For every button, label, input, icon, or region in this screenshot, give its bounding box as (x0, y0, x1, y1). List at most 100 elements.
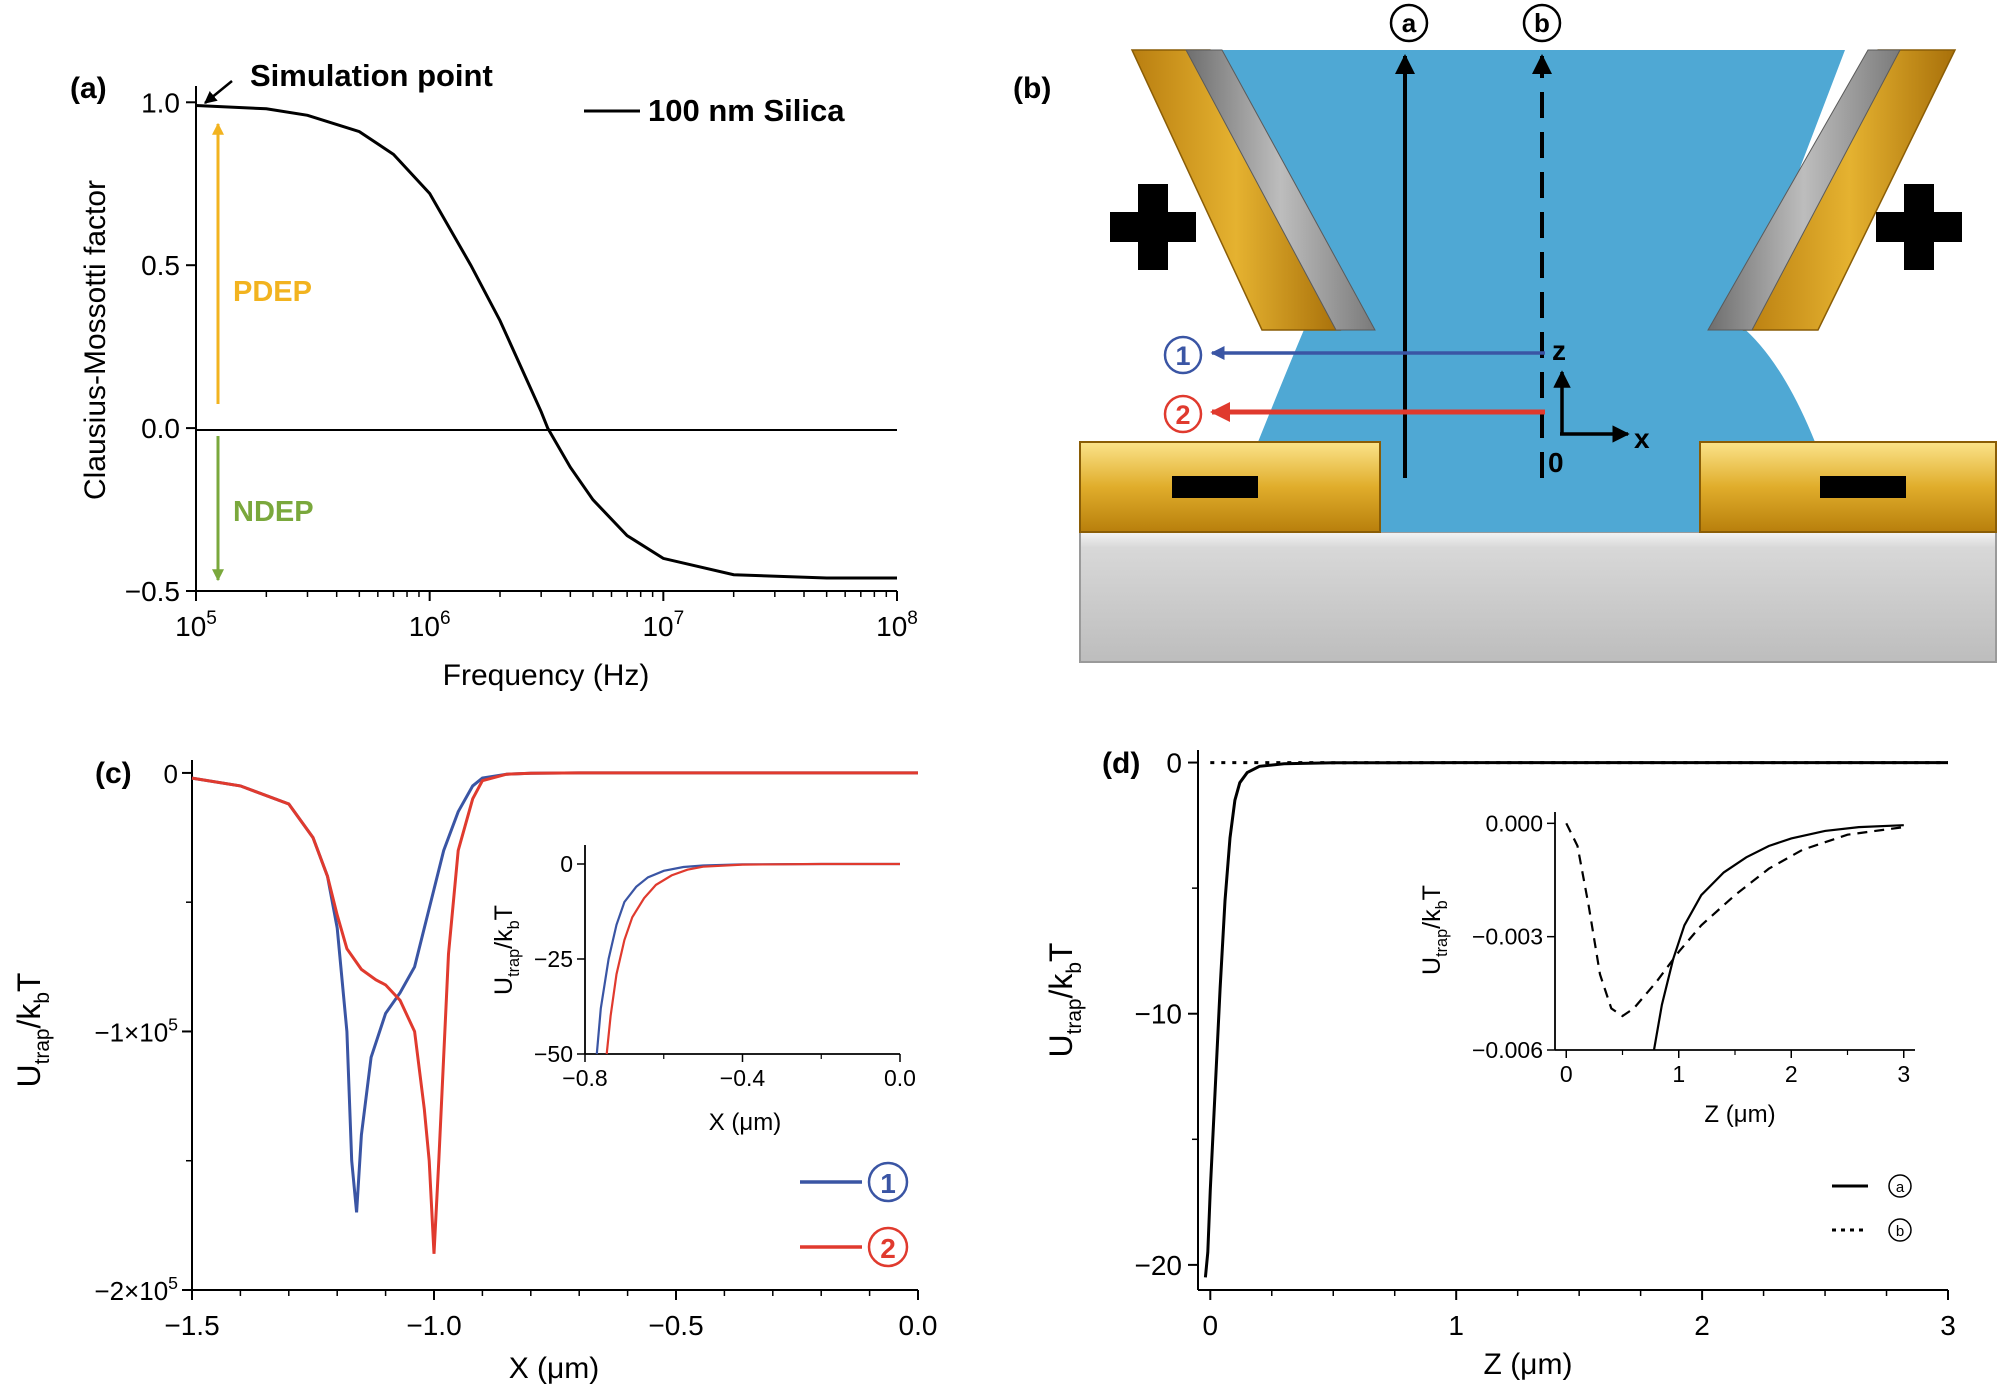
inset-series-line-b (1565, 822, 1904, 1018)
x-tick-label: 3 (1940, 1310, 1956, 1341)
legend-label-a: a (1896, 1179, 1905, 1196)
y-tick-label: −20 (1135, 1250, 1183, 1281)
inset-x-tick-label: 1 (1672, 1061, 1685, 1087)
inset-y-axis-label-d: Utrap/kbT (1418, 885, 1451, 975)
plus-sign-left (1110, 184, 1196, 270)
panel-label-a: (a) (70, 72, 107, 105)
y-tick-label: 1.0 (141, 87, 180, 118)
x-tick-label: 105 (175, 608, 217, 642)
path-2-label: 2 (1175, 400, 1190, 430)
axis-x-label: x (1634, 423, 1650, 454)
inset-x-tick-label: 0 (1560, 1061, 1573, 1087)
legend-label-1: 1 (880, 1168, 896, 1199)
inset-x-tick-label: −0.4 (720, 1065, 766, 1091)
svg-text:Utrap/kbT: Utrap/kbT (1043, 943, 1086, 1058)
series-d (1203, 761, 1948, 1278)
x-tick-label: −1.0 (406, 1310, 461, 1341)
panel-b-schematic: (b) a (1013, 3, 1997, 663)
inset-axes-d: 0 1 2 3 0.000 −0.003 −0.006 (1472, 810, 1915, 1087)
line-a-badge (1389, 3, 1429, 43)
panel-a: (a) 105 106 107 108 −0.5 0.0 0.5 1.0 Frequency … (70, 58, 918, 692)
inset-series-line-2 (605, 862, 900, 1055)
x-tick-label: 106 (409, 608, 451, 642)
ndep-label: NDEP (233, 496, 314, 528)
panel-label-d: (d) (1102, 747, 1140, 780)
path-2-badge (1163, 394, 1203, 434)
pdep-label: PDEP (233, 276, 312, 308)
panel-d: (d) 0 1 2 3 0 −10 −20 Z (μm) Utrap/kbT 0 1 2 3 0.0… (1043, 747, 1956, 1381)
legend-badge-2 (867, 1226, 909, 1268)
x-tick-label: 2 (1694, 1310, 1710, 1341)
inset-series-c (595, 862, 900, 1055)
svg-text:Utrap/kbT: Utrap/kbT (1418, 885, 1451, 975)
x-tick-label: −0.5 (648, 1310, 703, 1341)
line-a-label: a (1402, 8, 1417, 38)
axis-z-label: z (1552, 335, 1566, 366)
simulation-point-annotation: Simulation point (250, 58, 493, 93)
substrate (1079, 531, 1997, 663)
legend-label-silica: 100 nm Silica (648, 93, 845, 128)
minus-sign-left (1172, 476, 1258, 498)
y-tick-label: 0.0 (141, 413, 180, 444)
inset-y-tick-label: −50 (534, 1041, 573, 1067)
inset-y-tick-label: −0.003 (1472, 924, 1543, 950)
inset-y-tick-label: 0 (560, 851, 573, 877)
svg-text:Utrap/kbT: Utrap/kbT (11, 973, 54, 1088)
legend-label-b: b (1896, 1223, 1904, 1240)
inset-x-tick-label: 2 (1785, 1061, 1798, 1087)
axes-d: 0 1 2 3 0 −10 −20 (1135, 748, 1956, 1341)
y-tick-label: −0.5 (125, 576, 180, 607)
svg-text:Utrap/kbT: Utrap/kbT (490, 905, 523, 995)
x-axis-label-a: Frequency (Hz) (443, 659, 650, 692)
series-line-a (1203, 761, 1948, 1278)
inset-y-tick-label: 0.000 (1485, 810, 1543, 836)
plus-sign-right (1876, 184, 1962, 270)
inset-axes-c: −0.8 −0.4 0.0 0 −25 −50 (534, 845, 916, 1091)
panel-label-b: (b) (1013, 72, 1051, 105)
legend-label-2: 2 (880, 1233, 896, 1264)
series-line-2 (191, 771, 918, 1254)
inset-series-d (1565, 822, 1904, 1051)
axes-c: −1.5 −1.0 −0.5 0.0 0 −1×105 −2×105 (94, 759, 937, 1341)
x-tick-label: 0.0 (899, 1310, 938, 1341)
axes-a: 105 106 107 108 −0.5 0.0 0.5 1.0 (125, 86, 918, 642)
series-c (191, 771, 918, 1254)
series-line-silica (195, 104, 897, 580)
y-tick-label: −1×105 (94, 1015, 178, 1048)
legend-badge-a (1888, 1174, 1912, 1198)
inset-x-axis-label-c: X (μm) (709, 1109, 781, 1136)
series-a (195, 104, 897, 580)
origin-label: 0 (1548, 447, 1564, 478)
x-tick-label: 0 (1203, 1310, 1219, 1341)
inset-y-tick-label: −0.006 (1472, 1037, 1543, 1063)
y-axis-label-c: Utrap/kbT (11, 973, 54, 1088)
inset-x-tick-label: 3 (1897, 1061, 1910, 1087)
inset-x-axis-label-d: Z (μm) (1704, 1101, 1775, 1128)
minus-sign-right (1820, 476, 1906, 498)
inset-x-tick-label: 0.0 (884, 1065, 916, 1091)
inset-y-axis-label-c: Utrap/kbT (490, 905, 523, 995)
x-tick-label: 107 (642, 608, 684, 642)
path-1-badge (1163, 335, 1203, 375)
inset-series-line-1 (595, 862, 900, 1055)
y-tick-label: 0 (1166, 748, 1182, 779)
legend-badge-1 (867, 1161, 909, 1203)
x-tick-label: 1 (1448, 1310, 1464, 1341)
x-tick-label: −1.5 (164, 1310, 219, 1341)
series-line-1 (191, 771, 918, 1213)
line-b-label: b (1534, 8, 1550, 38)
y-tick-label: −2×105 (94, 1273, 178, 1306)
x-axis-label-d: Z (μm) (1484, 1348, 1573, 1381)
x-tick-label: 108 (876, 608, 918, 642)
y-tick-label: 0 (164, 759, 178, 789)
panel-label-c: (c) (95, 757, 132, 790)
y-tick-label: −10 (1135, 999, 1183, 1030)
legend-badge-b (1888, 1218, 1912, 1242)
inset-y-tick-label: −25 (534, 946, 573, 972)
left-top-electrode (1130, 49, 1376, 331)
line-b-badge (1522, 3, 1562, 43)
y-tick-label: 0.5 (141, 250, 180, 281)
inset-x-tick-label: −0.8 (562, 1065, 607, 1091)
